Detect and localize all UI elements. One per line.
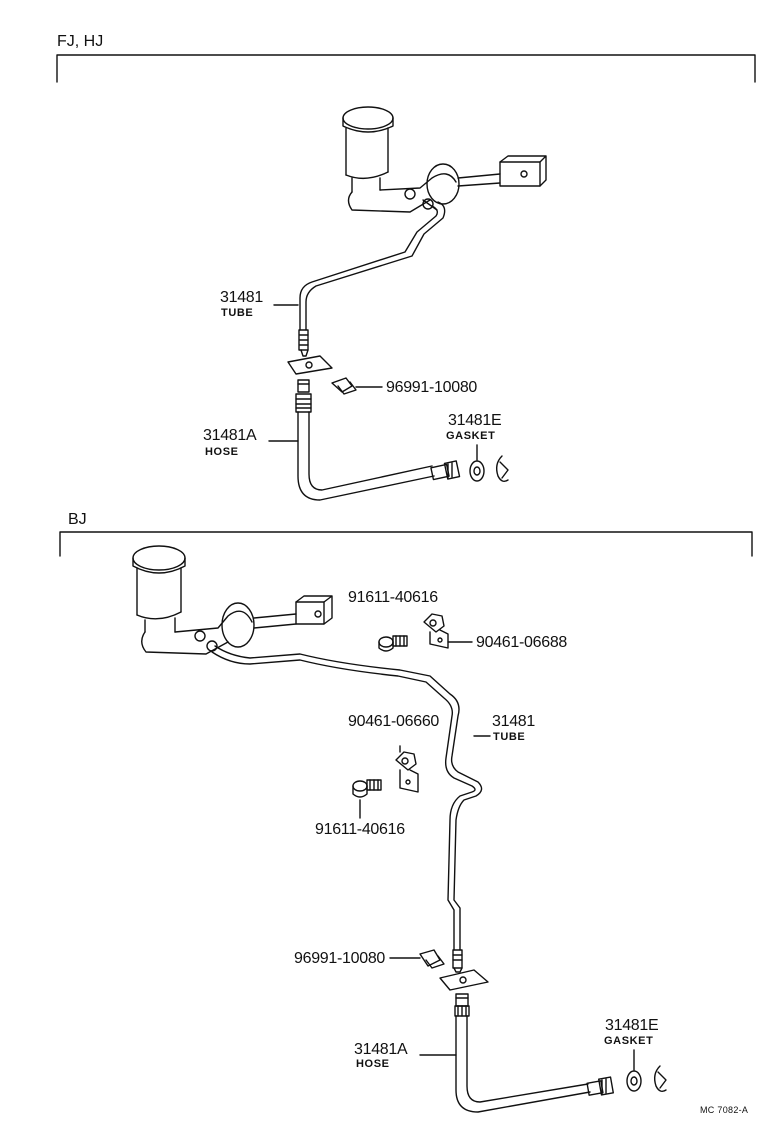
clip-bottom [389,949,445,969]
bolt-upper-number: 91611-40616 [348,589,438,606]
gasket-bottom [626,1049,667,1093]
clamp-upper [423,613,473,649]
clip-bottom-number: 96991-10080 [294,950,386,967]
bottom-section-bracket [59,531,753,557]
gasket-bottom-number: 31481E [605,1017,659,1034]
bolt-lower-number: 91611-40616 [315,821,405,838]
section-title-bottom: BJ [68,511,87,528]
clamp-lower-number: 90461-06660 [348,713,440,730]
hose-top [295,379,461,501]
hose-top-number: 31481A [203,427,257,444]
top-section-bracket [56,54,756,83]
master-cylinder-top [342,106,547,213]
bolt-lower [352,779,382,819]
section-title-top: FJ, HJ [57,33,104,50]
clamp-upper-number: 90461-06688 [476,634,568,651]
bolt-upper [378,635,408,652]
clamp-lower [395,745,419,793]
clip-top [331,377,383,395]
gasket-top [469,444,509,483]
tube-top-number: 31481 [220,289,263,306]
hose-top-name: HOSE [205,446,239,458]
figure-code: MC 7082-A [700,1105,749,1115]
tube-top [298,201,446,357]
gasket-top-name: GASKET [446,430,496,442]
tube-bottom-name: TUBE [493,731,526,743]
master-cylinder-bottom [132,545,333,655]
plate-top [287,355,333,375]
clip-top-number: 96991-10080 [386,379,478,396]
hose-bottom [419,993,614,1113]
tube-bottom-number: 31481 [492,713,535,730]
hose-bottom-name: HOSE [356,1058,390,1070]
tube-top-name: TUBE [221,307,254,319]
gasket-bottom-name: GASKET [604,1035,654,1047]
gasket-top-number: 31481E [448,412,502,429]
plate-bottom [439,969,489,991]
hose-bottom-number: 31481A [354,1041,408,1058]
tube-bottom [211,645,491,973]
